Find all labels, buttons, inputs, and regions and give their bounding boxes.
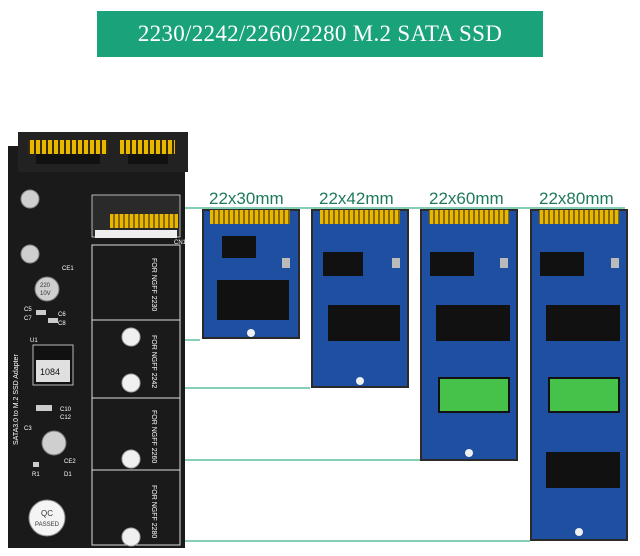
u1-label: U1 [30,338,38,344]
slot-label-2230: FOR NGFF 2230 [150,258,157,311]
mounting-hole [20,189,40,209]
c10-label: C10 [60,407,72,413]
electrolytic-capacitor [41,430,67,456]
cn1-label: CN1 [174,240,187,246]
standoff-2242 [121,373,141,393]
c3-label: C3 [24,426,32,432]
size-label-2230: 22x30mm [209,189,284,208]
ssd-2280 [530,209,628,541]
standoff-2230 [121,327,141,347]
ce1-label: CE1 [62,266,74,272]
regulator-label: 1084 [40,367,60,377]
ssd-2260 [420,209,518,461]
c6-label: C6 [58,312,66,318]
ce2-label: CE2 [64,459,76,465]
sata-power-pins [120,140,175,154]
size-label-2260: 22x60mm [429,189,504,208]
title-banner: 2230/2242/2260/2280 M.2 SATA SSD [97,11,543,57]
standoff-2260 [121,449,141,469]
qc-passed-sticker [28,499,66,537]
c7-label: C7 [24,316,32,322]
electrolytic-capacitor [34,276,60,302]
d1-label: D1 [64,472,72,478]
standoff-2280 [121,527,141,547]
qc-label: QC [41,509,53,518]
qc-passed-label: PASSED [35,522,60,528]
slot-label-2242: FOR NGFF 2242 [150,335,157,388]
size-label-2242: 22x42mm [319,189,394,208]
mounting-hole [20,244,40,264]
sata-data-pins [28,140,108,154]
slot-label-2260: FOR NGFF 2260 [150,410,157,463]
banner-title: 2230/2242/2260/2280 M.2 SATA SSD [137,21,503,46]
c5-label: C5 [24,307,32,313]
cap-voltage: 10V [40,291,51,297]
cap-value: 220 [40,283,51,289]
adapter-board: CN1 FOR NGFF 2230 FOR NGFF 2242 FOR NGFF… [8,132,188,548]
size-label-2280: 22x80mm [539,189,614,208]
r1-label: R1 [32,472,40,478]
c8-label: C8 [58,321,66,327]
c12-label: C12 [60,415,72,421]
ssd-2242 [311,209,409,388]
adapter-title: SATA3.0 to M.2 SSD Adapter [13,354,20,445]
ssd-2230 [202,209,300,339]
slot-label-2280: FOR NGFF 2280 [150,485,157,538]
